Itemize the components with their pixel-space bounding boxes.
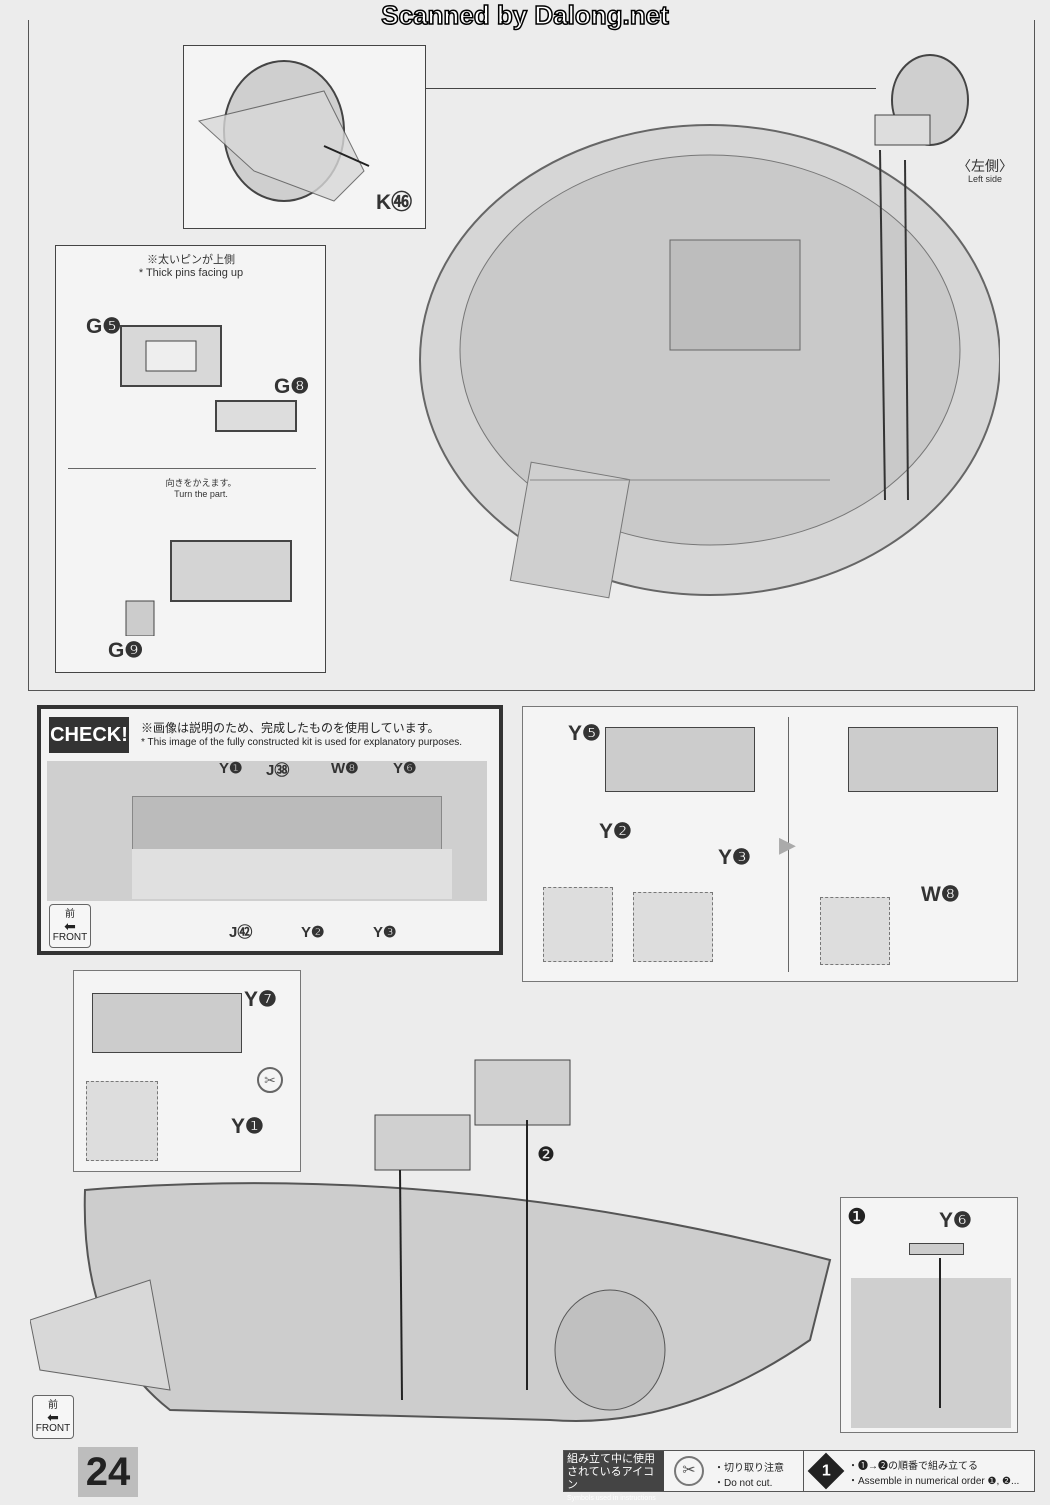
legend-title-jp2: されているアイコン	[567, 1466, 655, 1491]
step-icon: 1	[804, 1451, 848, 1491]
do-not-cut-icon: ✂	[257, 1067, 283, 1093]
label-y2: Y❷	[301, 924, 325, 941]
y2-detail	[543, 887, 613, 962]
legend-title-en: Symbols used in instructions	[567, 1495, 656, 1502]
photo-part	[132, 796, 442, 851]
front-indicator: 前⬅FRONT	[49, 904, 91, 948]
cut-en: ・Do not cut.	[714, 1478, 773, 1489]
thick-pins-en: * Thick pins facing up	[138, 267, 244, 279]
y5-assembled-part	[848, 727, 998, 792]
check-box: CHECK! ※画像は説明のため、完成したものを使用しています。 * This …	[37, 705, 503, 955]
label-y3: Y❸	[718, 846, 751, 869]
legend-title-jp1: 組み立て中に使用	[567, 1453, 655, 1465]
g-parts-box: ※太いピンが上側* Thick pins facing up G❺ G❽ 向きを…	[55, 245, 326, 673]
photo-hull	[132, 849, 452, 899]
front-arrow-icon: ⬅	[47, 1409, 59, 1425]
front-jp: 前	[65, 909, 75, 920]
cockpit-part-diagram	[197, 60, 370, 202]
next-arrow-icon: ▶	[779, 832, 796, 857]
label-g9: G❾	[108, 639, 144, 662]
y7-panel: Y❼ ✂ Y❶	[73, 970, 301, 1172]
y6-install-view	[851, 1278, 1011, 1428]
do-not-cut-icon: ✂	[664, 1451, 714, 1491]
w8-detail	[820, 897, 890, 965]
label-g8: G❽	[274, 375, 310, 398]
y5-part	[605, 727, 755, 792]
divider	[788, 717, 789, 972]
step-1-marker: ❶	[847, 1204, 867, 1229]
y3-detail	[633, 892, 713, 962]
g-assembly-diagram	[125, 540, 292, 636]
front-arrow-icon: ⬅	[64, 918, 76, 934]
left-side-jp: 〈左側〉	[957, 158, 1013, 174]
order-jp: ・❶→❷の順番で組み立てる	[848, 1461, 978, 1472]
g5-frame-diagram	[120, 325, 297, 432]
label-y7: Y❼	[244, 988, 277, 1011]
turn-en: Turn the part.	[174, 489, 228, 499]
turn-note: 向きをかえます。Turn the part.	[146, 478, 256, 500]
label-y6: Y❻	[939, 1209, 972, 1232]
label-y5: Y❺	[568, 722, 601, 745]
y6-part	[909, 1243, 964, 1255]
watermark: Scanned by Dalong.net	[381, 0, 670, 31]
front-en: FRONT	[52, 932, 88, 943]
check-note-en: * This image of the fully constructed ki…	[141, 737, 463, 748]
icon-legend: 組み立て中に使用 されているアイコン Symbols used in instr…	[563, 1450, 1035, 1502]
legend-title: 組み立て中に使用 されているアイコン Symbols used in instr…	[564, 1451, 664, 1502]
step-2-marker: ❷	[537, 1144, 555, 1166]
left-side-part	[874, 54, 969, 146]
check-tag: CHECK!	[49, 717, 129, 753]
turn-jp: 向きをかえます。	[165, 478, 237, 488]
label-k56: K㊻	[376, 191, 413, 214]
y5-panel: Y❺ Y❷ Y❸ ▶ W❽	[522, 706, 1018, 982]
step-icon-number: 1	[821, 1462, 831, 1479]
y1-detail	[86, 1081, 158, 1161]
order-en: ・Assemble in numerical order ❶, ❷...	[848, 1476, 1020, 1487]
label-w8: W❽	[921, 883, 960, 906]
label-y1: Y❶	[219, 760, 243, 777]
thick-pins-jp: ※太いピンが上側	[147, 254, 235, 266]
arrow-line	[939, 1258, 941, 1408]
front-indicator-bottom: 前⬅FRONT	[32, 1395, 74, 1439]
label-y1: Y❶	[231, 1115, 264, 1138]
saucer-top-diagram	[419, 124, 1000, 599]
label-j38: J㊳	[266, 762, 290, 779]
label-g5: G❺	[86, 315, 122, 338]
leader-line	[426, 88, 876, 89]
label-j42: J㊷	[229, 924, 253, 941]
label-w8: W❽	[331, 760, 359, 777]
front-en: FRONT	[35, 1423, 71, 1434]
k56-detail-box: K㊻	[183, 45, 426, 229]
label-y6: Y❻	[393, 760, 417, 777]
label-y2: Y❷	[599, 820, 632, 843]
order-text: ・❶→❷の順番で組み立てる・Assemble in numerical orde…	[848, 1451, 1034, 1491]
check-note-jp: ※画像は説明のため、完成したものを使用しています。	[141, 721, 440, 735]
top-section-frame	[28, 20, 1035, 691]
front-jp: 前	[48, 1400, 58, 1411]
left-side-en: Left side	[967, 174, 1003, 184]
divider	[68, 468, 316, 469]
saucer-bottom-diagram	[30, 1059, 832, 1422]
y7-part	[92, 993, 242, 1053]
page-number: 24	[78, 1447, 138, 1497]
check-photo	[47, 761, 487, 901]
y6-panel: ❶ Y❻	[840, 1197, 1018, 1433]
cut-jp: ・切り取り注意	[714, 1463, 784, 1474]
do-not-cut-text: ・切り取り注意・Do not cut.	[714, 1451, 804, 1491]
thick-pins-note: ※太いピンが上側* Thick pins facing up	[116, 254, 266, 280]
left-side-label: 〈左側〉Left side	[950, 158, 1020, 186]
label-y3: Y❸	[373, 924, 397, 941]
